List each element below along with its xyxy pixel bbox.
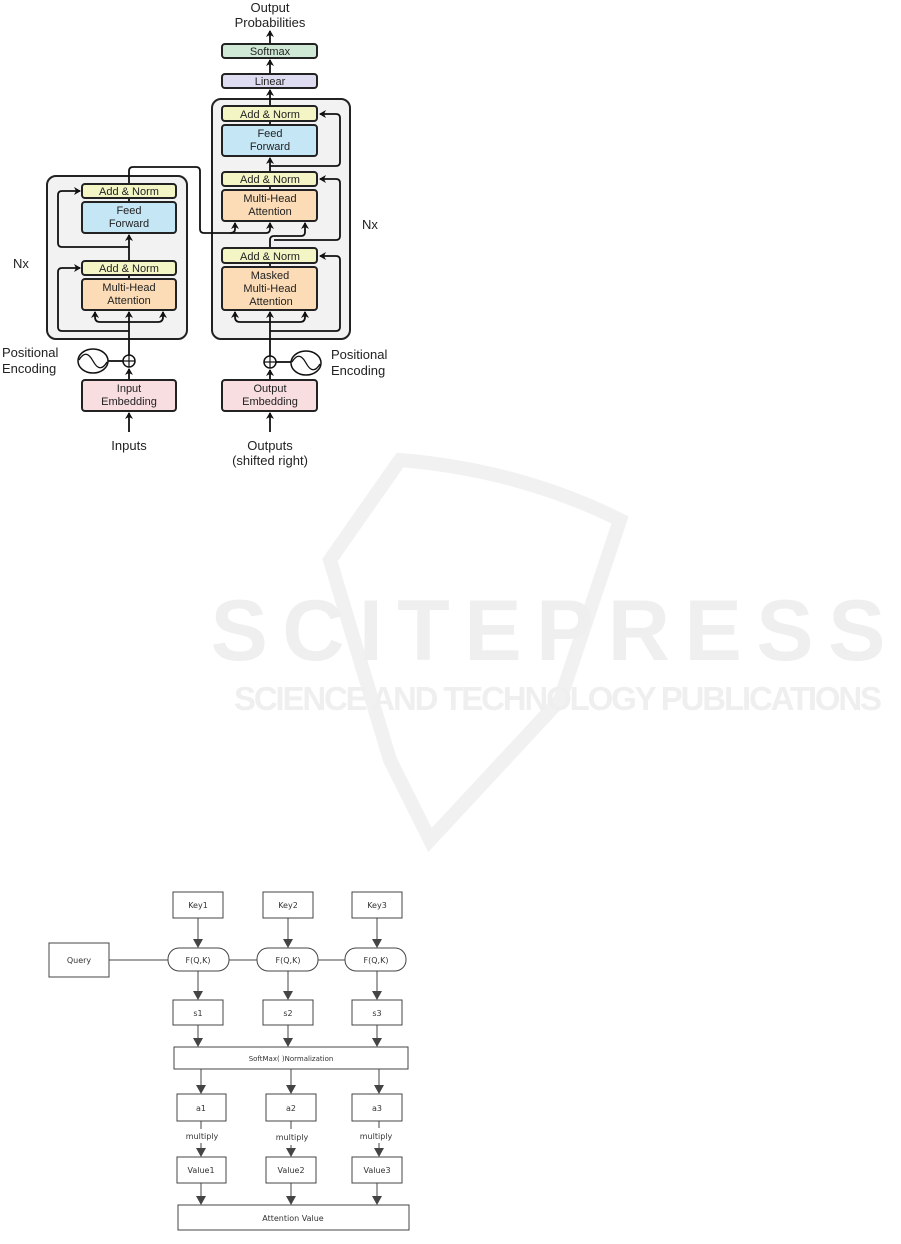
decoder-nx-label: Nx: [362, 217, 378, 232]
decoder-feed-forward-label-2: Forward: [250, 141, 290, 153]
encoder-nx-label: Nx: [13, 256, 29, 271]
multiply-label-1: multiply: [186, 1132, 219, 1141]
key1-box: [172, 891, 224, 919]
decoder-mha-label-1: Multi-Head: [243, 193, 296, 205]
key2-box: [262, 891, 314, 919]
score-s3-label: s3: [372, 1009, 381, 1018]
score-s1-label: s1: [193, 1009, 202, 1018]
watermark-subtitle: SCIENCE AND TECHNOLOGY PUBLICATIONS: [234, 680, 882, 717]
encoder-mha-label-2: Attention: [107, 295, 150, 307]
value1-label: Value1: [187, 1166, 214, 1175]
decoder-positional-label-1: Positional: [331, 347, 387, 362]
multiply-label-3: multiply: [360, 1132, 393, 1141]
score-function-1: [167, 947, 230, 972]
value2-box: [265, 1156, 317, 1184]
key2-label: Key2: [278, 901, 298, 910]
key3-box: [351, 891, 403, 919]
weight-a1-label: a1: [196, 1104, 206, 1113]
encoder-add-norm-2-label: Add & Norm: [99, 186, 159, 198]
score-s1-box: [172, 999, 224, 1026]
value3-box: [351, 1156, 403, 1184]
decoder-add-norm-3-label: Add & Norm: [240, 109, 300, 121]
value2-label: Value2: [277, 1166, 304, 1175]
inputs-label: Inputs: [111, 438, 147, 453]
key3-label: Key3: [367, 901, 387, 910]
query-box: [48, 942, 110, 978]
watermark: SCITEPRESS SCIENCE AND TECHNOLOGY PUBLIC…: [211, 452, 886, 853]
encoder-block: [46, 175, 188, 340]
transformer-connections: [57, 30, 341, 432]
value1-box: [176, 1156, 227, 1184]
weight-a3-box: [351, 1093, 403, 1122]
transformer-diagram: Output Probabilities: [2, 0, 387, 468]
output-probabilities-label-2: Probabilities: [235, 15, 306, 30]
encoder-add-norm-1-label: Add & Norm: [99, 263, 159, 275]
key1-label: Key1: [188, 901, 208, 910]
encoder-multi-head-attention: [81, 278, 177, 311]
decoder-positional-label-2: Encoding: [331, 363, 385, 378]
softmax-normalization-box: [173, 1046, 409, 1070]
masked-attention-label-1: Masked: [251, 270, 290, 282]
decoder-feed-forward: [221, 124, 318, 157]
decoder-add-norm-1: [221, 247, 318, 264]
output-probabilities-label-1: Output: [250, 0, 289, 15]
weight-a2-box: [265, 1093, 317, 1122]
output-embedding-label-2: Embedding: [242, 396, 298, 408]
decoder-masked-attention: [221, 266, 318, 311]
weight-a3-label: a3: [372, 1104, 382, 1113]
attention-flow-connections: [109, 918, 384, 1205]
attention-value-label: Attention Value: [262, 1214, 324, 1223]
encoder-add-norm-2: [81, 183, 177, 199]
encoder-positional-label-2: Encoding: [2, 361, 56, 376]
multiply-label-2: multiply: [276, 1133, 309, 1142]
decoder-add-norm-1-label: Add & Norm: [240, 251, 300, 263]
value3-label: Value3: [363, 1166, 390, 1175]
linear-box: [221, 73, 318, 89]
decoder-mha-label-2: Attention: [248, 206, 291, 218]
encoder-mha-label-1: Multi-Head: [102, 282, 155, 294]
masked-attention-label-2: Multi-Head: [243, 283, 296, 295]
encoder-add-norm-1: [81, 260, 177, 276]
linear-label: Linear: [255, 76, 286, 88]
softmax-box: [221, 43, 318, 59]
query-label: Query: [67, 956, 92, 965]
score-function-3: [344, 947, 407, 972]
encoder-positional-label-1: Positional: [2, 345, 58, 360]
input-embedding-label-2: Embedding: [101, 396, 157, 408]
outputs-label-2: (shifted right): [232, 453, 308, 468]
softmax-label: Softmax: [250, 46, 291, 58]
attention-flow-diagram: Key1 Key2 Key3 Query F(Q,K) F(Q,K) F(Q,K…: [48, 891, 410, 1231]
masked-attention-label-3: Attention: [249, 296, 292, 308]
attention-value-box: [177, 1204, 410, 1231]
encoder-feed-forward: [81, 201, 177, 234]
weight-a2-label: a2: [286, 1104, 296, 1113]
score-s2-box: [262, 999, 314, 1026]
score-function-3-label: F(Q,K): [364, 956, 389, 965]
decoder-feed-forward-label-1: Feed: [257, 128, 282, 140]
score-s2-label: s2: [283, 1009, 292, 1018]
score-function-2: [256, 947, 319, 972]
input-embedding-box: [81, 379, 177, 412]
decoder-add-norm-2-label: Add & Norm: [240, 174, 300, 186]
score-function-1-label: F(Q,K): [186, 956, 211, 965]
decoder-add-norm-2: [221, 171, 318, 187]
decoder-add-norm-3: [221, 105, 318, 122]
encoder-feed-forward-label-2: Forward: [109, 218, 149, 230]
watermark-title: SCITEPRESS: [211, 583, 886, 679]
weight-a1-box: [176, 1093, 227, 1122]
output-embedding-label-1: Output: [253, 383, 286, 395]
score-s3-box: [351, 999, 403, 1026]
watermark-book-icon: [322, 452, 629, 853]
input-embedding-label-1: Input: [117, 383, 141, 395]
softmax-normalization-label: SoftMax( )Normalization: [249, 1055, 334, 1063]
encoder-feed-forward-label-1: Feed: [116, 205, 141, 217]
score-function-2-label: F(Q,K): [276, 956, 301, 965]
output-embedding-box: [221, 379, 318, 412]
decoder-multi-head-attention: [221, 189, 318, 222]
outputs-label-1: Outputs: [247, 438, 293, 453]
